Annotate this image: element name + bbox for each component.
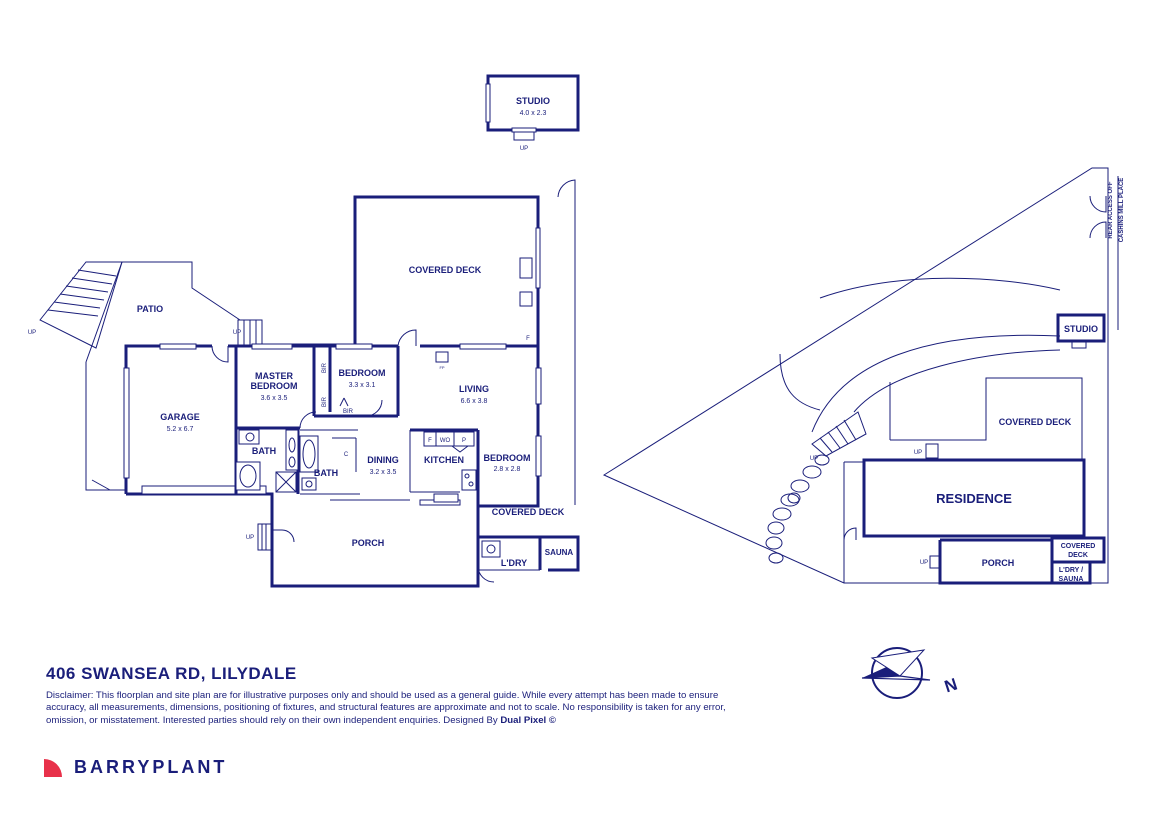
fireplace-label: FP <box>439 365 444 370</box>
patio-stairs <box>39 261 123 349</box>
brand-mark-icon <box>44 759 62 777</box>
garage-label: GARAGE <box>160 412 200 422</box>
deck-f-label: F <box>526 336 530 342</box>
porch-up-label: UP <box>246 535 254 541</box>
wall-oven-label: WO <box>440 438 451 444</box>
laundry-label: L'DRY <box>501 558 527 568</box>
site-stairs: UP <box>810 411 867 462</box>
site-covered-deck-label: COVERED DECK <box>999 417 1072 427</box>
site-up-deck-label: UP <box>914 450 922 456</box>
site-up-porch-label: UP <box>920 560 928 566</box>
porch-stairs: UP <box>246 523 273 551</box>
bedroom2-dims: 2.8 x 2.8 <box>494 466 521 473</box>
site-laundry-sauna-line2: SAUNA <box>1059 576 1084 583</box>
dining-label: DINING <box>367 455 399 465</box>
studio-up-label: UP <box>520 146 528 152</box>
designer-credit: Dual Pixel © <box>500 714 556 726</box>
deck-up-label: UP <box>233 330 241 336</box>
bath2-label: BATH <box>314 468 338 478</box>
covered-deck2-label: COVERED DECK <box>492 507 565 517</box>
property-address: 406 SWANSEA RD, LILYDALE <box>46 664 297 683</box>
bedroom2-label: BEDROOM <box>484 453 531 463</box>
sauna-label: SAUNA <box>545 548 574 557</box>
fridge-label: F <box>428 438 432 444</box>
site-residence: RESIDENCE <box>843 458 1086 583</box>
north-arrow-icon: N <box>861 647 960 699</box>
brand-name: BARRYPLANT <box>74 756 228 777</box>
disclaimer-body: Disclaimer: This floorplan and site plan… <box>46 690 726 726</box>
bir-label-2: BIR <box>322 396 328 407</box>
site-plan: REAR ACCESS OFF CASHINS MILL PLACE UP <box>602 167 1125 585</box>
living-label: LIVING <box>459 384 489 394</box>
patio-up-label: UP <box>28 330 36 336</box>
site-porch: PORCH UP <box>920 538 1054 585</box>
site-laundry-sauna: L'DRY / SAUNA <box>1050 560 1092 585</box>
rear-access-label-line1: REAR ACCESS OFF <box>1108 181 1114 238</box>
porch-label: PORCH <box>352 538 385 548</box>
bedroom-label: BEDROOM <box>339 368 386 378</box>
master-bedroom-label-line1: MASTER <box>255 371 294 381</box>
disclaimer-text: Disclaimer: This floorplan and site plan… <box>46 690 726 727</box>
site-studio-label: STUDIO <box>1064 324 1098 334</box>
site-porch-label: PORCH <box>982 558 1015 568</box>
site-covered-deck-small-line2: DECK <box>1068 552 1088 559</box>
site-up-left-label: UP <box>810 456 818 462</box>
site-laundry-sauna-line1: L'DRY / <box>1059 567 1083 574</box>
garage-dims: 5.2 x 6.7 <box>167 426 194 433</box>
site-covered-deck: COVERED DECK UP <box>889 377 1083 460</box>
site-covered-deck-small-line1: COVERED <box>1061 543 1096 550</box>
master-bedroom-label-line2: BEDROOM <box>251 381 298 391</box>
studio-dims: 4.0 x 2.3 <box>520 110 547 117</box>
covered-deck-label: COVERED DECK <box>409 265 482 275</box>
bath-label: BATH <box>252 446 276 456</box>
patio-label: PATIO <box>137 304 163 314</box>
bir-label-1: BIR <box>322 362 328 373</box>
dining-dims: 3.2 x 3.5 <box>370 469 397 476</box>
kitchen-label: KITCHEN <box>424 455 464 465</box>
patio-area: PATIO UP <box>28 261 241 491</box>
floor-plan: STUDIO 4.0 x 2.3 UP COVERED DECK F UP <box>28 74 580 588</box>
site-covered-deck-small: COVERED DECK <box>1050 536 1106 564</box>
pantry-label: P <box>462 438 466 444</box>
studio-building: STUDIO 4.0 x 2.3 UP <box>485 74 580 152</box>
studio-label: STUDIO <box>516 96 550 106</box>
site-stones <box>765 454 830 564</box>
compass-north-letter: N <box>942 675 960 697</box>
bir-label-3: BIR <box>343 409 354 415</box>
rear-access-label-line2: CASHINS MILL PLACE <box>1119 178 1125 243</box>
brand-logo: BARRYPLANT <box>44 756 227 778</box>
living-dims: 6.6 x 3.8 <box>461 398 488 405</box>
residence-label: RESIDENCE <box>936 491 1012 506</box>
cupboard-label: C <box>344 452 349 458</box>
bedroom-dims: 3.3 x 3.1 <box>349 382 376 389</box>
laundry-sauna: L'DRY SAUNA <box>478 537 574 571</box>
site-studio: STUDIO <box>1056 313 1106 349</box>
master-bedroom-dims: 3.6 x 3.5 <box>261 395 288 402</box>
main-house: GARAGE 5.2 x 6.7 MASTER BEDROOM 3.6 x 3.… <box>123 329 580 588</box>
